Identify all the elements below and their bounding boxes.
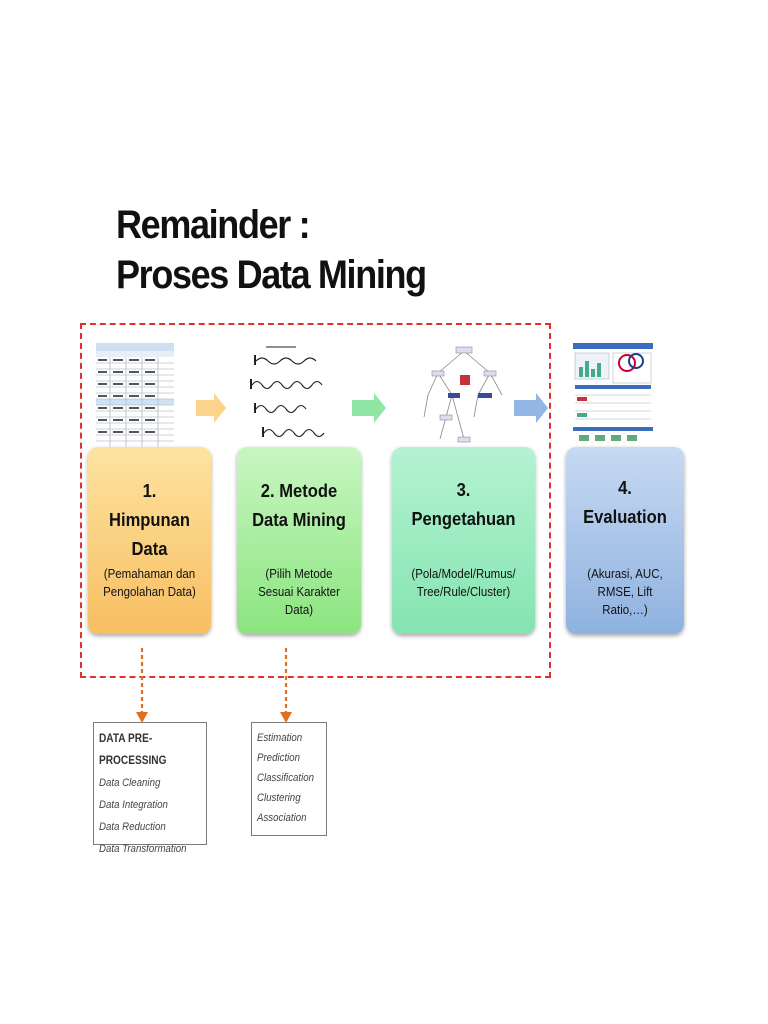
dotted-arrow-down-icon	[136, 648, 148, 723]
spreadsheet-thumbnail	[96, 343, 174, 447]
title-line-2: Proses Data Mining	[116, 253, 427, 297]
arrow-right-icon	[514, 393, 548, 423]
process-frame	[80, 323, 551, 678]
formula-thumbnail	[246, 343, 334, 447]
step-evaluation: 4. Evaluation (Akurasi, AUC, RMSE, Lift …	[566, 447, 684, 634]
step-title: 1. Himpunan Data	[109, 481, 190, 559]
step-pengetahuan: 3. Pengetahuan (Pola/Model/Rumus/ Tree/R…	[392, 447, 535, 634]
page-title: Remainder : Proses Data Mining	[116, 200, 460, 300]
preprocessing-note: DATA PRE-PROCESSING Data Cleaning Data I…	[93, 722, 207, 855]
note-item: Association	[257, 812, 307, 824]
step-himpunan-data: 1. Himpunan Data (Pemahaman dan Pengolah…	[88, 447, 211, 634]
step-metode-data-mining: 2. Metode Data Mining (Pilih Metode Sesu…	[237, 447, 361, 634]
step-title: 2. Metode Data Mining	[252, 481, 346, 530]
title-line-1: Remainder :	[116, 203, 311, 247]
note-item: Data Integration	[99, 799, 168, 811]
note-item: Data Transformation	[99, 843, 187, 855]
methods-note: Estimation Prediction Classification Clu…	[251, 722, 327, 836]
step-description: (Pemahaman dan Pengolahan Data)	[103, 567, 196, 599]
evaluation-thumbnail	[573, 343, 653, 447]
step-description: (Pola/Model/Rumus/ Tree/Rule/Cluster)	[411, 567, 516, 599]
note-item: Classification	[257, 772, 315, 784]
arrow-right-icon	[196, 393, 226, 423]
step-description: (Pilih Metode Sesuai Karakter Data)	[258, 567, 340, 617]
note-item: Data Reduction	[99, 821, 166, 833]
note-item: Estimation	[257, 732, 303, 744]
step-description: (Akurasi, AUC, RMSE, Lift Ratio,…)	[587, 567, 663, 617]
note-item: Clustering	[257, 792, 301, 804]
tree-thumbnail	[418, 343, 510, 447]
arrow-right-icon	[352, 393, 386, 423]
note-heading: DATA PRE-PROCESSING	[99, 733, 167, 767]
dotted-arrow-down-icon	[280, 648, 292, 723]
step-title: 4. Evaluation	[583, 478, 667, 527]
note-item: Data Cleaning	[99, 777, 161, 789]
note-item: Prediction	[257, 752, 301, 764]
step-title: 3. Pengetahuan	[411, 480, 516, 529]
